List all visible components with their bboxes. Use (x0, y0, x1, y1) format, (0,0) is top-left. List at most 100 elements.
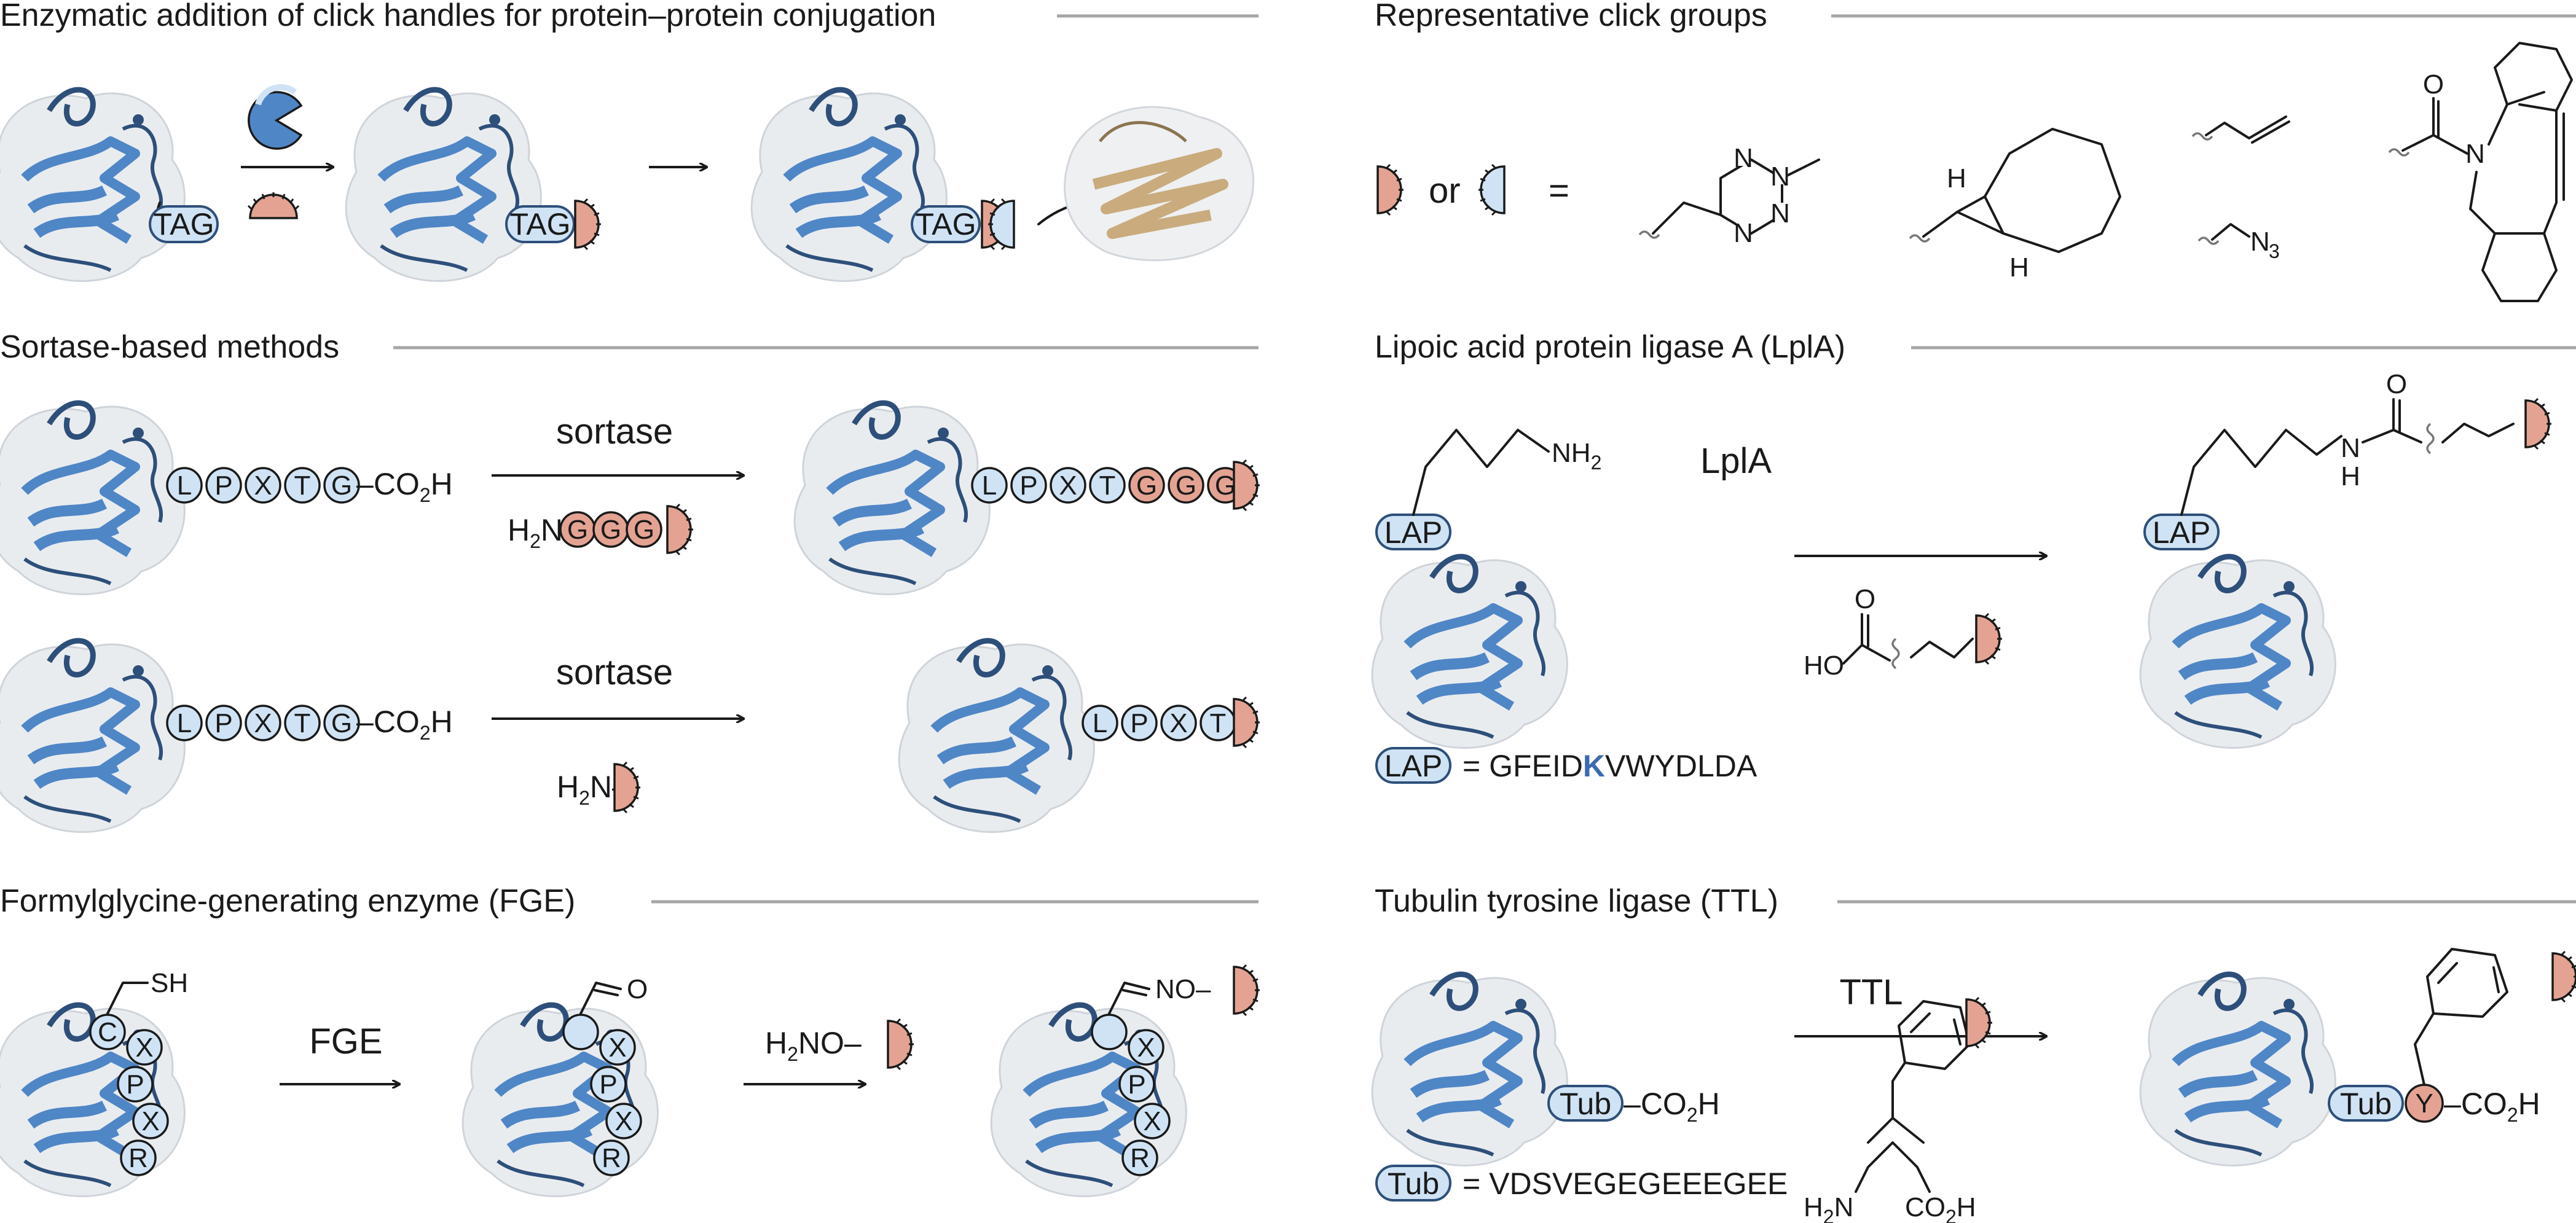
residue-label: X (141, 1106, 159, 1136)
tag-pill (505, 205, 575, 243)
enzyme-label: sortase (556, 412, 673, 451)
header-lpla-text: Lipoic acid protein ligase A (LplA) (1375, 329, 1845, 365)
residue-label: R (602, 1143, 621, 1173)
residue-label: T (1210, 708, 1227, 738)
click-red-icon (613, 761, 642, 814)
residue-bead (626, 511, 662, 548)
residue-label: X (1169, 708, 1187, 738)
click-blue-icon (1477, 163, 1506, 216)
svg-text:H2N: H2N (1804, 1192, 1853, 1223)
aminooxy-label: H2NO– (765, 1026, 862, 1065)
residue-label: G (331, 471, 352, 501)
residue-label: X (254, 471, 272, 501)
residue-bead (166, 705, 203, 741)
svg-text:N: N (1770, 162, 1790, 192)
protein-cartoon (0, 641, 184, 832)
click-groups-row: or = N N N N H H (1376, 42, 2573, 302)
protein-cartoon (0, 403, 184, 594)
header-sortase: Sortase-based methods (0, 329, 1259, 365)
residue-bead (132, 1103, 169, 1139)
co2h-label: –CO2H (356, 467, 453, 506)
equals-label: = (1549, 171, 1569, 211)
svg-text:LAP: LAP (1384, 749, 1443, 783)
aldehyde-o: O (627, 974, 648, 1004)
svg-text:3: 3 (2269, 240, 2280, 262)
bcn-structure: H H (1909, 128, 2121, 283)
residue-label: P (1128, 1069, 1145, 1100)
tub-label: Tub (2340, 1087, 2392, 1121)
svg-text:N: N (1770, 198, 1790, 229)
residue-label: G (634, 515, 654, 545)
tag-label: TAG (915, 207, 976, 241)
residue-bead (1128, 1029, 1164, 1066)
svg-text:N: N (1734, 218, 1753, 248)
tub-pill (2328, 1085, 2404, 1122)
residue-label: G (567, 515, 588, 545)
header-lpla: Lipoic acid protein ligase A (LplA) (1375, 329, 2576, 365)
residue-bead (1121, 1139, 1158, 1176)
residue-label: T (1099, 471, 1116, 501)
residue-bead (323, 467, 360, 504)
enzyme-pacman-icon (248, 84, 303, 150)
protein-cartoon (795, 403, 989, 594)
residue-label: P (1130, 708, 1148, 738)
svg-text:N: N (2465, 139, 2485, 169)
tag-label: TAG (153, 207, 214, 241)
svg-text:N: N (2250, 227, 2270, 257)
residue-label: T (294, 471, 311, 501)
co2h-label: –CO2H (356, 705, 453, 744)
protein-cartoon (2140, 557, 2335, 748)
residue-label: T (294, 708, 311, 738)
click-red-icon (1233, 964, 1261, 1017)
svg-text:N: N (1734, 143, 1753, 173)
second-protein-cartoon (1064, 106, 1254, 262)
residue-bead (120, 1139, 157, 1176)
residue-label: G (331, 708, 352, 738)
protein-cartoon (346, 90, 541, 281)
svg-text:O: O (1855, 584, 1875, 614)
click-red-icon (2524, 397, 2553, 450)
residue-label: L (177, 708, 192, 738)
residue-label: G (1215, 471, 1236, 501)
nh2-label: NH2 (1552, 438, 1601, 474)
click-red-icon (1376, 163, 1405, 216)
residue-bead (205, 705, 242, 741)
header-click-handles-text: Enzymatic addition of click handles for … (0, 0, 936, 33)
click-red-icon (247, 191, 300, 219)
lap-definition: LAP = GFEIDKVWYDLDA (1375, 747, 1757, 784)
click-red-icon (2551, 950, 2576, 1003)
ttl-row: Tub –CO2H TTL H2N CO2H Tub Y –CO2H Tub =… (1372, 948, 2576, 1223)
header-fge-text: Formylglycine-generating enzyme (FGE) (0, 883, 575, 919)
click-red-icon (887, 1018, 915, 1071)
header-ttl: Tubulin tyrosine ligase (TTL) (1375, 883, 2576, 919)
residue-bead (590, 1066, 627, 1103)
header-ttl-text: Tubulin tyrosine ligase (TTL) (1375, 883, 1778, 919)
residue-bead (605, 1103, 642, 1139)
alkyne-structure (2191, 115, 2290, 144)
tyrosine-reagent: H2N CO2H (1804, 996, 1993, 1223)
residue-bead (1118, 1066, 1155, 1103)
residue-label: X (1143, 1106, 1161, 1136)
residue-label: P (599, 1069, 617, 1100)
protein-cartoon (0, 90, 184, 281)
lap-label: LAP (2153, 515, 2211, 550)
residue-bead (126, 1029, 163, 1066)
tag-label: TAG (509, 207, 570, 241)
residue-label: X (1059, 471, 1077, 501)
tub-pill (1547, 1085, 1624, 1122)
product-chain (2180, 429, 2342, 516)
residue-bead (1128, 467, 1165, 504)
residue-bead (245, 467, 281, 504)
azide-structure: N 3 (2197, 223, 2280, 262)
residue-bead (323, 705, 360, 741)
residue-label: G (1136, 471, 1157, 501)
svg-text:= GFEIDKVWYDLDA: = GFEIDKVWYDLDA (1463, 749, 1757, 783)
